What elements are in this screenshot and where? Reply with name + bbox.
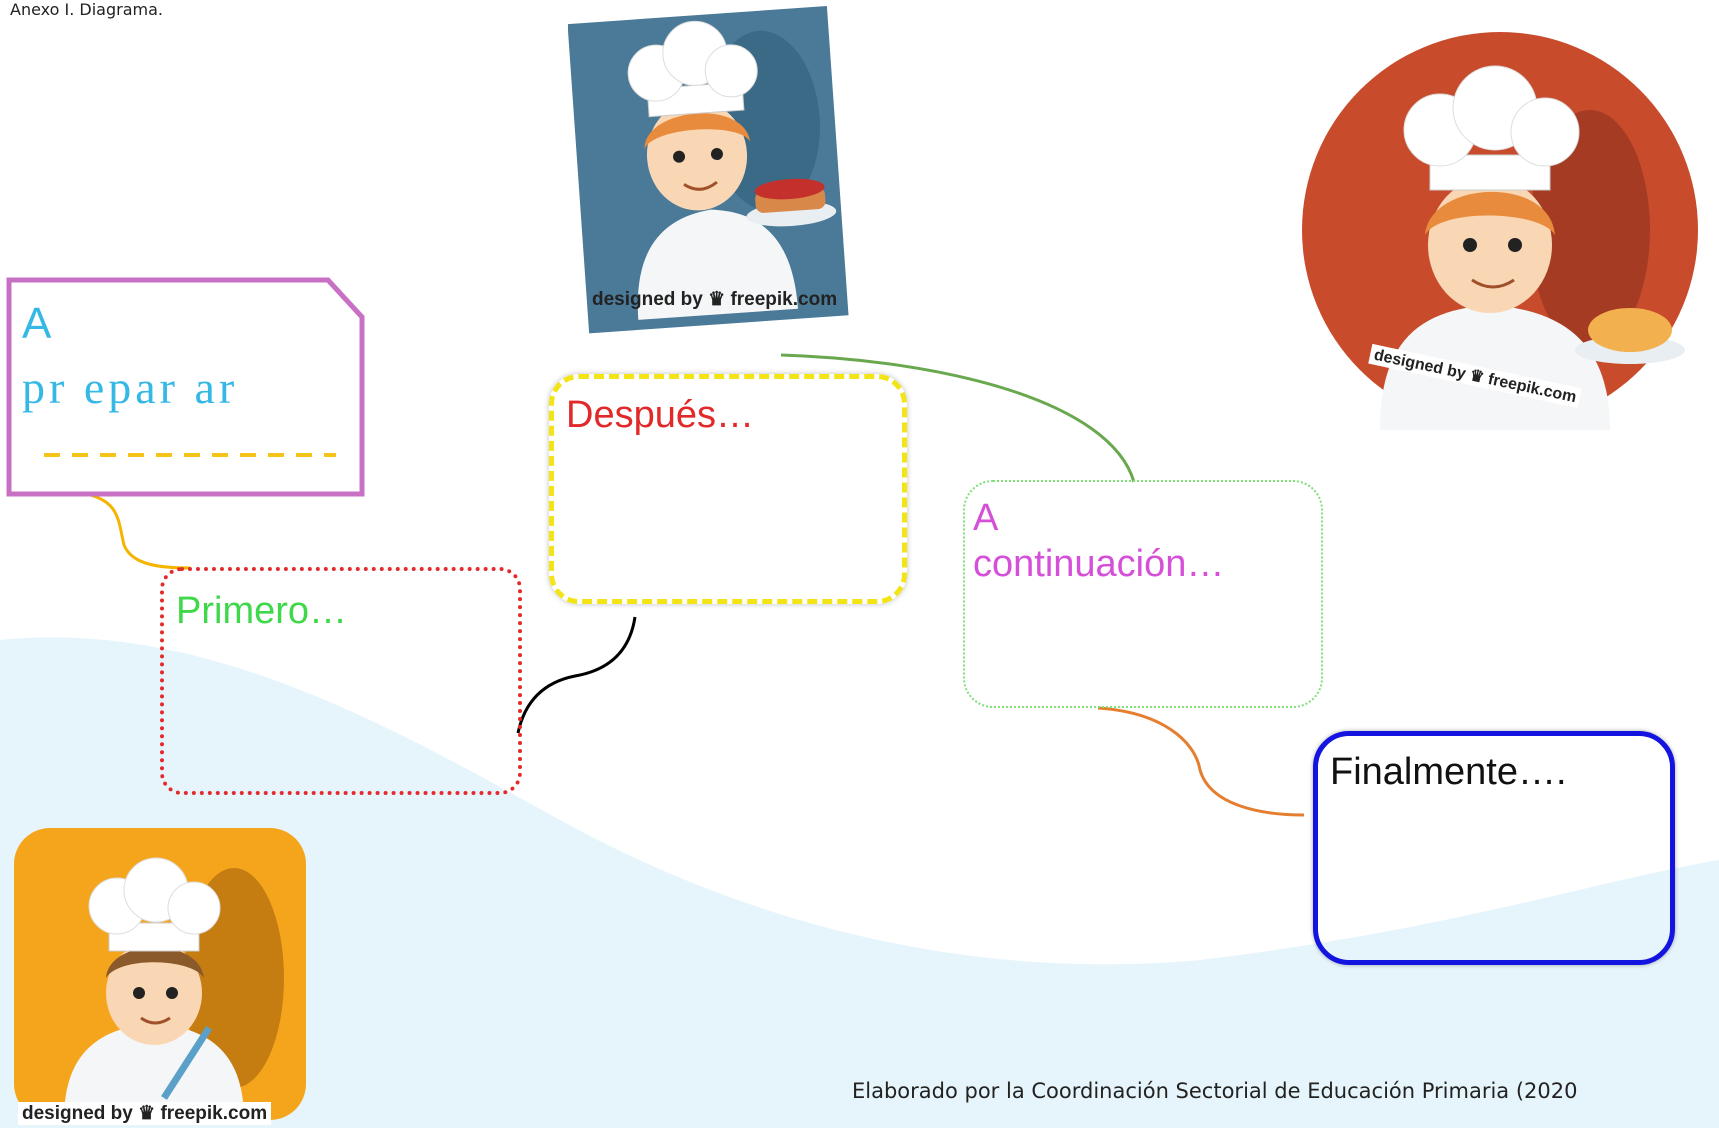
credit-bottom: designed by ♛ freepik.com — [18, 1102, 272, 1125]
box-continuacion-label: A continuación… — [973, 496, 1224, 587]
box-final: Finalmente…. — [1313, 731, 1675, 965]
box-primero: Primero… — [160, 567, 522, 795]
chef-with-cake-icon: designed by ♛ freepik.com — [568, 4, 868, 334]
footer: Elaborado por la Coordinación Sectorial … — [852, 1079, 1578, 1103]
box-continuacion-line1: A — [973, 497, 999, 539]
box-despues-label: Después… — [566, 394, 754, 436]
chef-with-pie-icon: designed by ♛ freepik.com — [1290, 30, 1710, 430]
chef-with-whisk-icon: designed by ♛ freepik.com — [14, 828, 306, 1128]
title-line2: pr epar ar — [22, 362, 239, 413]
box-final-label: Finalmente…. — [1330, 751, 1567, 793]
box-primero-label: Primero… — [176, 590, 348, 632]
caption: Anexo I. Diagrama. — [10, 0, 163, 19]
credit-top: designed by ♛ freepik.com — [592, 289, 838, 310]
box-continuacion: A continuación… — [963, 480, 1323, 708]
title-line1: A — [22, 299, 52, 348]
title-card: A pr epar ar — [6, 277, 366, 497]
box-despues: Después… — [549, 374, 907, 604]
box-continuacion-line2: continuación… — [973, 542, 1225, 585]
